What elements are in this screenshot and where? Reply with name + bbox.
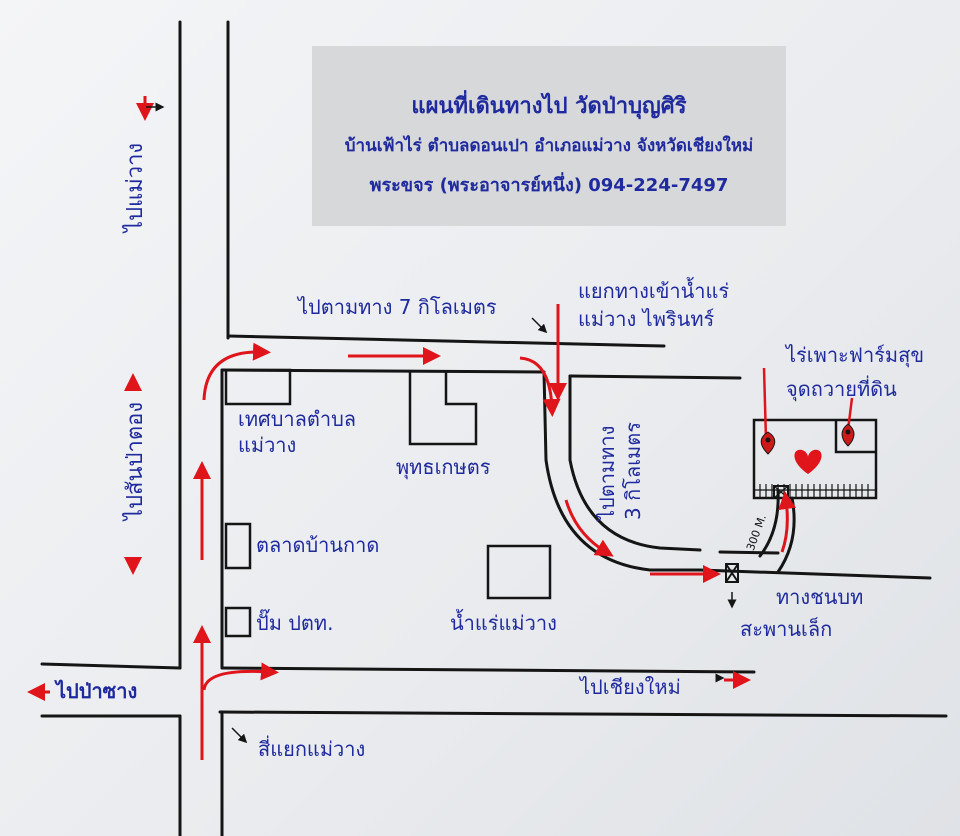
buddhakaset-building [408,370,478,446]
label-small-bridge: สะพานเล็ก [740,617,833,641]
arrow-icon [202,342,271,401]
label-follow-3km-line1: ไปตามทาง [595,425,619,520]
label-farm-line2: จุดถวายที่ดิน [786,377,897,401]
address: บ้านเฟ้าไร่ ตำบลดอนเปา อำเภอแม่วาง จังหว… [344,136,754,156]
farm-markers [760,367,855,474]
small-bridge [725,563,739,583]
label-to-san-pa-tong: ไปสันป่าตอง [123,401,148,520]
label-follow-3km-line2: 3 กิโลเมตร [621,422,645,520]
heart-icon [794,449,822,474]
gas-station-building [224,606,252,638]
title-box: แผนที่เดินทางไป วัดป่าบุญศิริ บ้านเฟ้าไร… [312,46,786,226]
label-municipality-line1: เทศบาลตำบล [238,407,357,431]
label-to-mae-wang: ไปแม่วาง [123,142,148,232]
farm-fence [754,484,876,499]
hot-spring-building [486,544,552,600]
arrow-icon [564,499,614,557]
map-title: แผนที่เดินทางไป วัดป่าบุญศิริ [411,94,687,119]
contact: พระขจร (พระอาจารย์หนึ่ง) 094-224-7497 [369,175,729,196]
farm-plot [752,418,878,500]
label-junction-line2: แม่วาง ไพรินทร์ [578,307,715,331]
label-intersection: สี่แยกแม่วาง [258,737,366,761]
label-market: ตลาดบ้านกาด [256,533,380,557]
pointer-arrows [146,102,737,744]
roads [40,20,948,836]
label-follow-7km: ไปตามทาง 7 กิโลเมตร [298,295,497,319]
label-buddhakaset: พุทธเกษตร [396,455,491,479]
municipality-building [224,368,292,406]
location-pin-icon [760,431,776,455]
label-farm-line1: ไร่เพาะฟาร์มสุข [786,343,924,367]
location-pin-icon [841,423,855,447]
label-to-chiang-mai: ไปเชียงใหม่ [580,675,681,699]
arrow-icon [202,662,279,691]
market-building [224,522,252,570]
label-hot-spring: น้ำแร่แม่วาง [450,611,557,635]
label-junction-line1: แยกทางเข้าน้ำแร่ [578,279,730,303]
arrow-icon [778,491,797,553]
label-rural-road: ทางชนบท [776,585,864,609]
label-municipality-line2: แม่วาง [238,433,297,457]
label-gas-station: ปั๊ม ปตท. [256,611,334,635]
landmarks [224,368,878,638]
label-to-pa-sang: ไปป่าซาง [56,679,138,703]
arrow-icon [519,356,561,417]
